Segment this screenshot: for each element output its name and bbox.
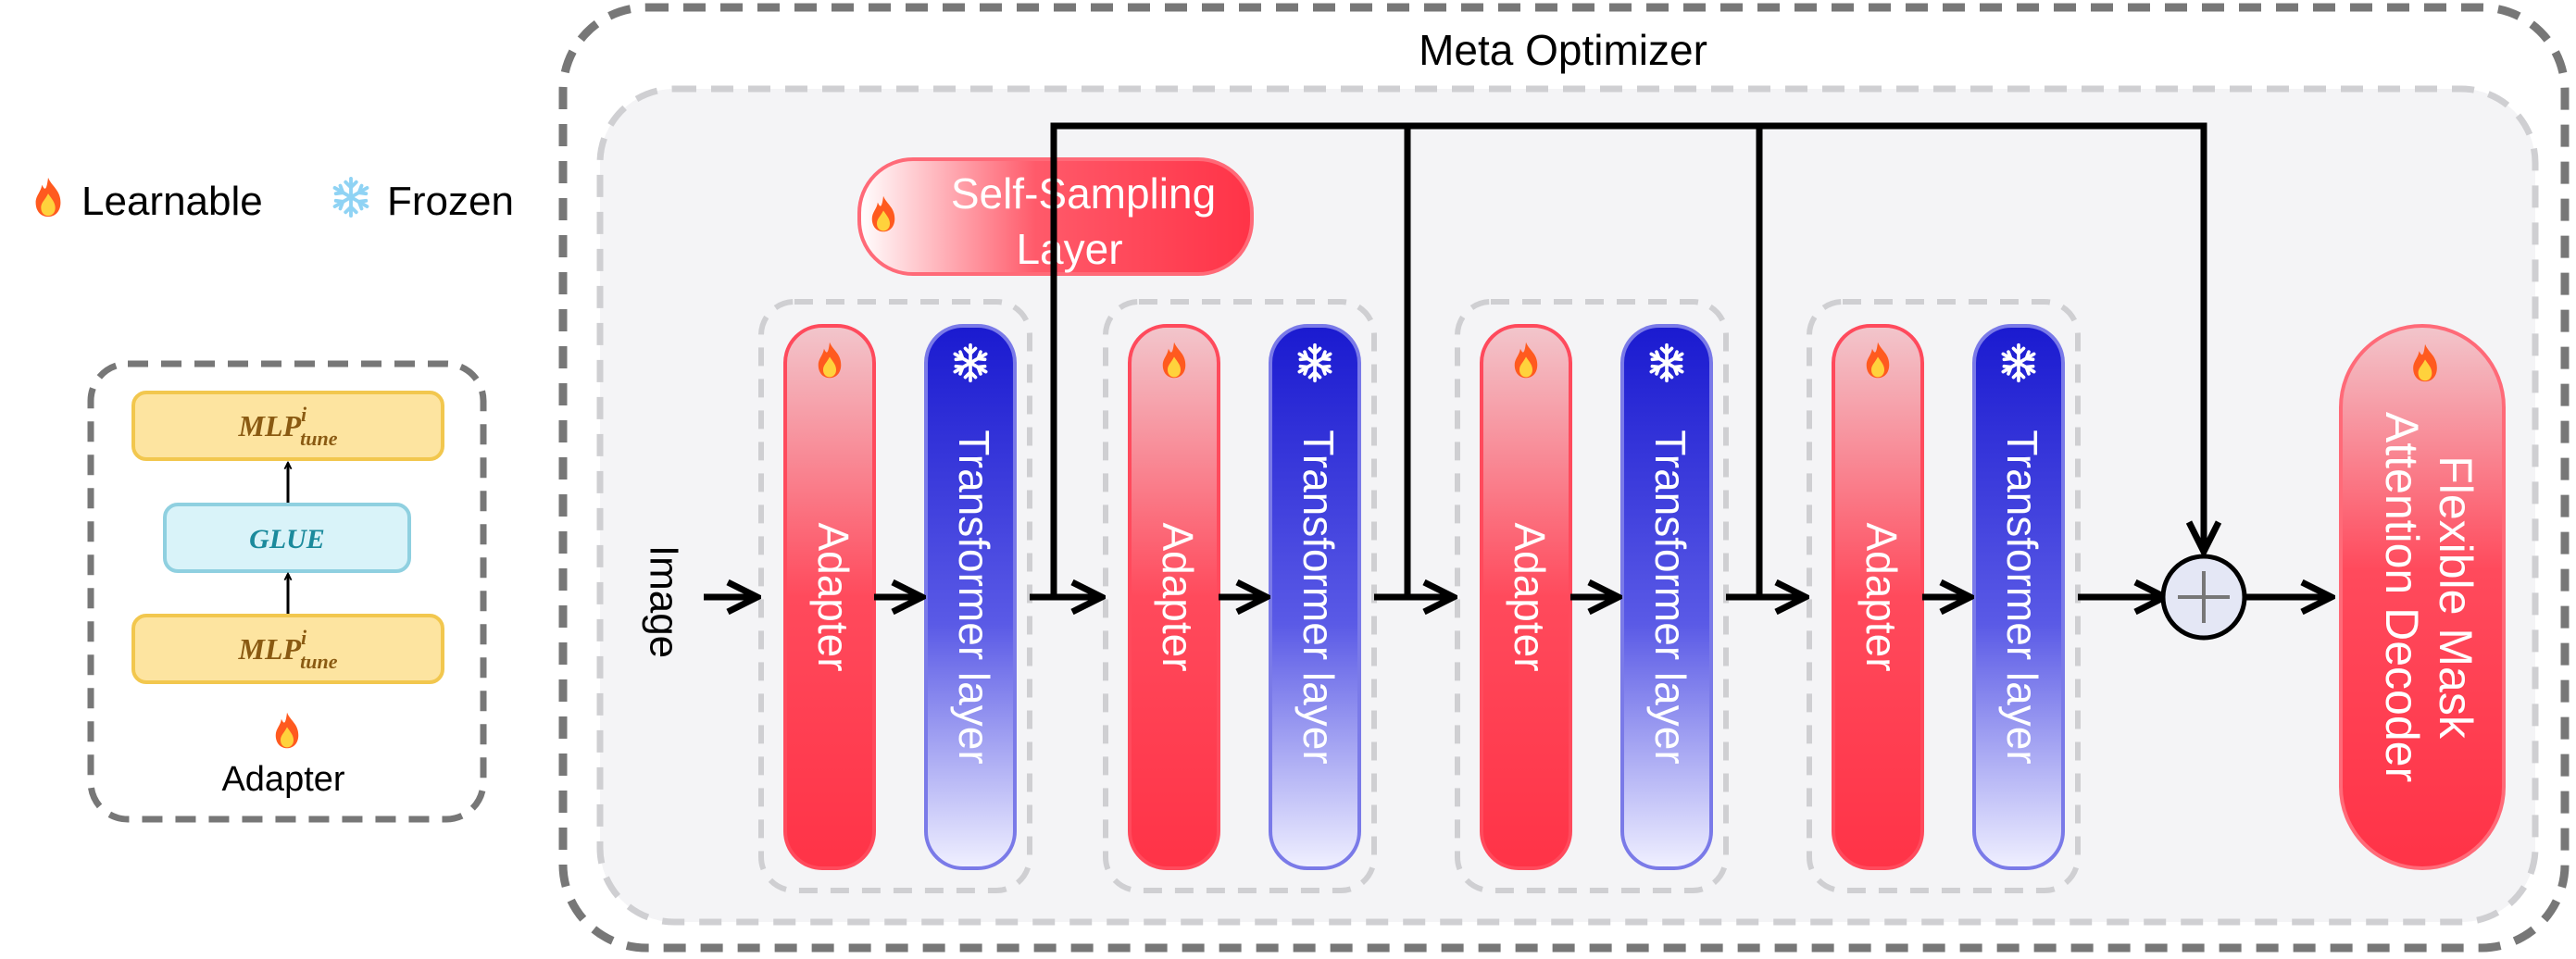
decoder-label-line1: Flexible Mask <box>2430 455 2482 740</box>
flow-arrows <box>704 122 2332 597</box>
sum-node <box>2160 554 2247 641</box>
decoder-label-line2: Attention Decoder <box>2376 412 2428 782</box>
glue-box: GLUE <box>163 503 411 573</box>
transformer-pill <box>1269 324 1361 870</box>
block-3: Adapter Transformer layer <box>1455 299 1729 893</box>
input-image-label: Image <box>641 545 686 658</box>
adapter-label: Adapter <box>1857 522 1906 671</box>
legend-frozen-label: Frozen <box>387 179 514 224</box>
flexible-mask-attention-decoder: Flexible Mask Attention Decoder <box>2339 324 2506 870</box>
flame-icon <box>35 177 61 218</box>
transformer-pill <box>924 324 1017 870</box>
block-1: Adapter Transformer layer <box>758 299 1032 893</box>
transformer-label: Transformer layer <box>1998 430 2046 764</box>
adapter-detail-caption: Adapter <box>221 760 344 799</box>
adapter-label: Adapter <box>809 522 857 671</box>
self-sampling-label-line1: Self-Sampling <box>951 169 1216 218</box>
transformer-label: Transformer layer <box>1646 430 1694 764</box>
glue-label: GLUE <box>249 524 325 554</box>
block-2: Adapter Transformer layer <box>1103 299 1377 893</box>
adapter-label: Adapter <box>1154 522 1202 671</box>
transformer-label: Transformer layer <box>950 430 998 764</box>
meta-optimizer-title: Meta Optimizer <box>1419 26 1707 74</box>
legend-learnable-label: Learnable <box>81 179 263 224</box>
transformer-pill <box>1620 324 1713 870</box>
block-4: Adapter Transformer layer <box>1807 299 2081 893</box>
skip-connection-main <box>1050 122 2204 597</box>
legend: Learnable Frozen <box>35 176 514 224</box>
self-sampling-label-line2: Layer <box>1016 225 1122 273</box>
snowflake-icon <box>332 176 369 218</box>
transformer-label: Transformer layer <box>1294 430 1343 764</box>
adapter-label: Adapter <box>1506 522 1554 671</box>
transformer-pill <box>1972 324 2065 870</box>
